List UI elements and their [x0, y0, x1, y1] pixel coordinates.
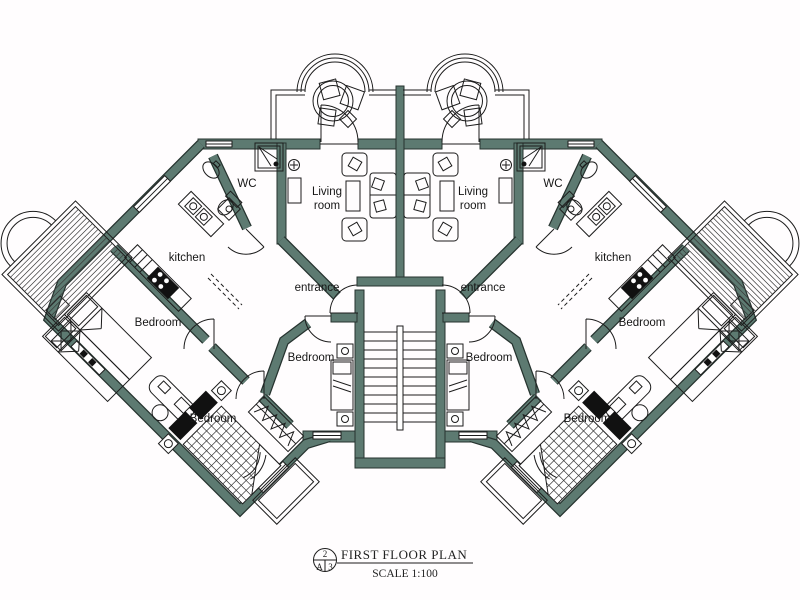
desk	[148, 375, 195, 422]
nightstand	[336, 343, 354, 359]
shower	[254, 142, 284, 172]
label-living-right: Living	[458, 186, 488, 198]
windows	[70, 140, 342, 494]
bedroom-door	[183, 318, 215, 350]
side-balcony	[0, 200, 133, 332]
tv-unit	[287, 177, 302, 204]
nightstand	[168, 411, 198, 441]
balcony-table	[312, 78, 366, 129]
wc-door	[227, 228, 265, 255]
label-bedroom-centre-left: Bedroom	[288, 352, 335, 364]
bedpost	[157, 433, 179, 455]
bed	[63, 291, 153, 381]
kitchen-stove-counter	[124, 244, 192, 312]
plan-scale: SCALE 1:100	[372, 568, 438, 580]
entrance-door	[329, 284, 359, 314]
sheet-letter: A	[316, 562, 323, 572]
label-entrance-left: entrance	[295, 282, 340, 294]
wardrobe	[247, 395, 305, 453]
desk-chair	[151, 404, 169, 422]
title-block: 2 A 3 FIRST FLOOR PLAN SCALE 1:100	[313, 547, 473, 580]
fridge	[216, 196, 242, 222]
bedroom-door	[235, 370, 265, 400]
bottom-bedroom-furniture	[157, 380, 320, 525]
nightstand	[188, 390, 218, 420]
doors	[183, 104, 359, 400]
label-kitchen-right: kitchen	[595, 252, 631, 264]
outer-bedroom-furniture	[41, 291, 153, 403]
kitchen-fittings	[124, 190, 243, 312]
label-kitchen-left: kitchen	[169, 252, 205, 264]
label-living-right-2: room	[460, 200, 486, 212]
bedroom-door	[304, 315, 332, 343]
apartment-unit-mirrored	[355, 54, 800, 524]
armchair	[341, 152, 368, 177]
coffee-table	[345, 180, 361, 212]
dresser	[50, 320, 82, 352]
rear-balcony	[252, 457, 320, 525]
room-labels: WC WC Living room Living room kitchen ki…	[135, 178, 666, 425]
sheet-number: 3	[328, 562, 333, 572]
nightstand	[336, 411, 354, 427]
centre-bedroom-furniture	[330, 343, 354, 427]
front-balcony	[270, 53, 397, 145]
label-entrance-right: entrance	[461, 282, 506, 294]
label-wc-right: WC	[543, 178, 562, 190]
wall-lamp	[288, 159, 300, 171]
bed	[330, 359, 354, 411]
armchair	[341, 217, 368, 242]
label-bedroom-outer-right: Bedroom	[619, 317, 666, 329]
label-wc-left: WC	[237, 178, 256, 190]
apartment-unit	[0, 53, 446, 525]
bedpost	[210, 380, 232, 402]
detail-number: 2	[323, 549, 328, 559]
plan-title: FIRST FLOOR PLAN	[341, 547, 467, 562]
label-bedroom-outer-left: Bedroom	[135, 317, 182, 329]
kitchen-sink-counter	[177, 190, 225, 238]
label-living-left-2: room	[314, 200, 340, 212]
balcony-door	[320, 104, 359, 143]
nightstand	[45, 295, 71, 321]
label-bedroom-centre-right: Bedroom	[466, 352, 513, 364]
label-bedroom-bottom-left: Bedroom	[190, 413, 237, 425]
label-living-left: Living	[312, 186, 342, 198]
label-bedroom-bottom-right: Bedroom	[564, 413, 611, 425]
